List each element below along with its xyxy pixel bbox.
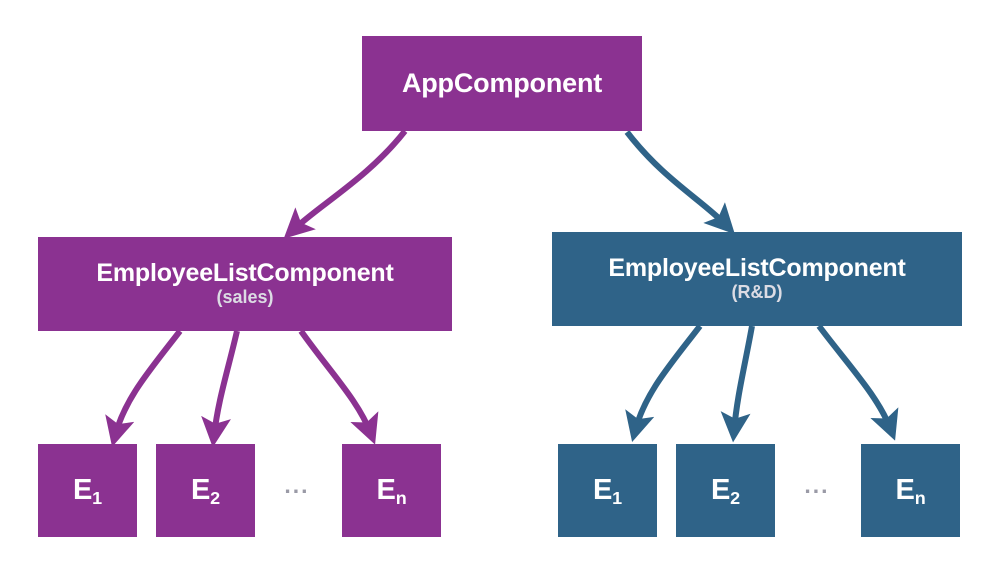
node-employee-list-sales[interactable]: EmployeeListComponent (sales) (38, 237, 452, 331)
ellipsis-rd: ... (804, 472, 830, 498)
edge-sales-to-leaf-1 (105, 329, 183, 448)
node-employee-list-rd-label: EmployeeListComponent (608, 254, 906, 283)
leaf-subscript: n (395, 488, 407, 509)
node-employee-sales-1[interactable]: E1 (38, 444, 137, 537)
node-employee-rd-2[interactable]: E2 (676, 444, 775, 537)
node-employee-sales-n-label: En (376, 474, 407, 509)
leaf-subscript: 1 (612, 488, 622, 509)
leaf-subscript: 2 (730, 488, 740, 509)
leaf-subscript: n (914, 488, 926, 509)
edge-app-to-sales (283, 129, 408, 239)
leaf-subscript: 2 (210, 488, 220, 509)
leaf-base: E (73, 474, 93, 507)
leaf-base: E (376, 474, 396, 507)
edge-rd-to-leaf-1 (625, 324, 703, 443)
node-employee-sales-2[interactable]: E2 (156, 444, 255, 537)
node-employee-rd-1-label: E1 (593, 474, 622, 509)
node-employee-rd-1[interactable]: E1 (558, 444, 657, 537)
node-employee-list-sales-label: EmployeeListComponent (96, 259, 394, 288)
leaf-base: E (593, 474, 613, 507)
edge-sales-to-leaf-n (298, 329, 379, 445)
node-employee-list-rd-subtitle: (R&D) (731, 281, 783, 302)
leaf-base: E (895, 474, 915, 507)
node-employee-sales-2-label: E2 (191, 474, 220, 509)
node-employee-rd-n[interactable]: En (861, 444, 960, 537)
node-employee-list-rd[interactable]: EmployeeListComponent (R&D) (552, 232, 962, 326)
node-employee-sales-1-label: E1 (73, 474, 102, 509)
node-employee-rd-n-label: En (895, 474, 926, 509)
node-app-component-label: AppComponent (401, 68, 603, 99)
node-employee-rd-2-label: E2 (711, 474, 740, 509)
leaf-base: E (711, 474, 731, 507)
edge-app-to-rd (624, 130, 735, 235)
edge-sales-to-leaf-2 (201, 330, 240, 448)
node-app-component[interactable]: AppComponent (362, 36, 642, 131)
node-employee-list-sales-subtitle: (sales) (216, 286, 274, 307)
leaf-base: E (191, 474, 211, 507)
edge-rd-to-leaf-2 (720, 325, 755, 443)
ellipsis-sales: ... (284, 472, 310, 498)
node-employee-sales-n[interactable]: En (342, 444, 441, 537)
edge-rd-to-leaf-n (816, 324, 899, 441)
leaf-subscript: 1 (92, 488, 102, 509)
